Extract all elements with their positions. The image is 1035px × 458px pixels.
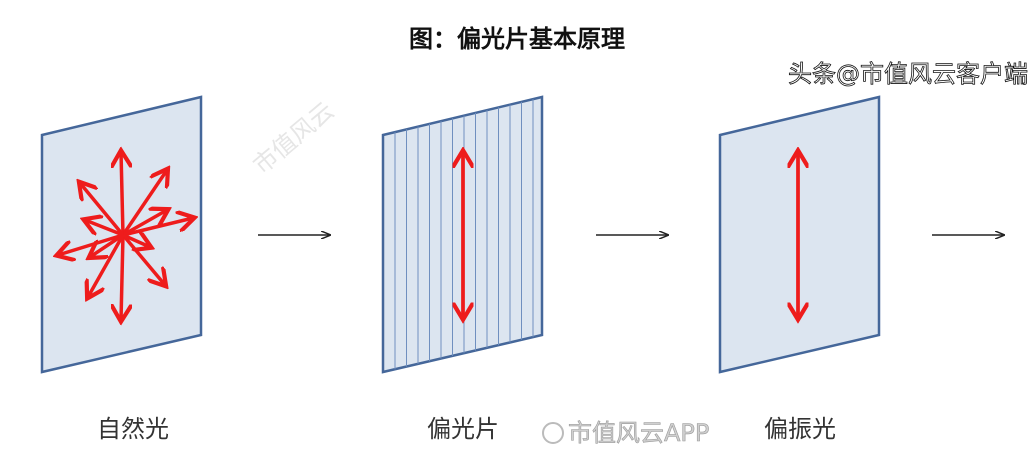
weibo-watermark-text: 市值风云APP (568, 419, 709, 447)
polarizer-panel (381, 95, 544, 374)
weibo-watermark: 市值风云APP (542, 419, 710, 447)
toutiao-watermark-text: 头条@市值风云客户端 (788, 60, 1028, 88)
polarization-arrow (121, 170, 167, 236)
polarization-arrow (80, 183, 125, 237)
weibo-logo-icon (542, 422, 564, 444)
polarization-arrow (121, 234, 123, 320)
natural-light-panel (40, 95, 203, 374)
polarization-arrow (90, 233, 124, 257)
polarization-arrow (121, 233, 165, 285)
label-natural-light: 自然光 (97, 415, 169, 443)
polarization-arrow (85, 220, 124, 237)
background-watermark-text: 市值风云 (248, 96, 340, 179)
label-polarized-light: 偏振光 (764, 415, 836, 443)
label-polarizer: 偏光片 (427, 415, 499, 443)
polarization-arrow (88, 234, 125, 297)
natural-light-arrows (58, 152, 193, 320)
diagram-title: 图：偏光片基本原理 (409, 24, 625, 53)
polarized-light-panel (718, 95, 881, 374)
polarization-arrow (121, 152, 123, 236)
polarization-arrow (122, 210, 167, 237)
polarization-arrow (122, 235, 150, 247)
